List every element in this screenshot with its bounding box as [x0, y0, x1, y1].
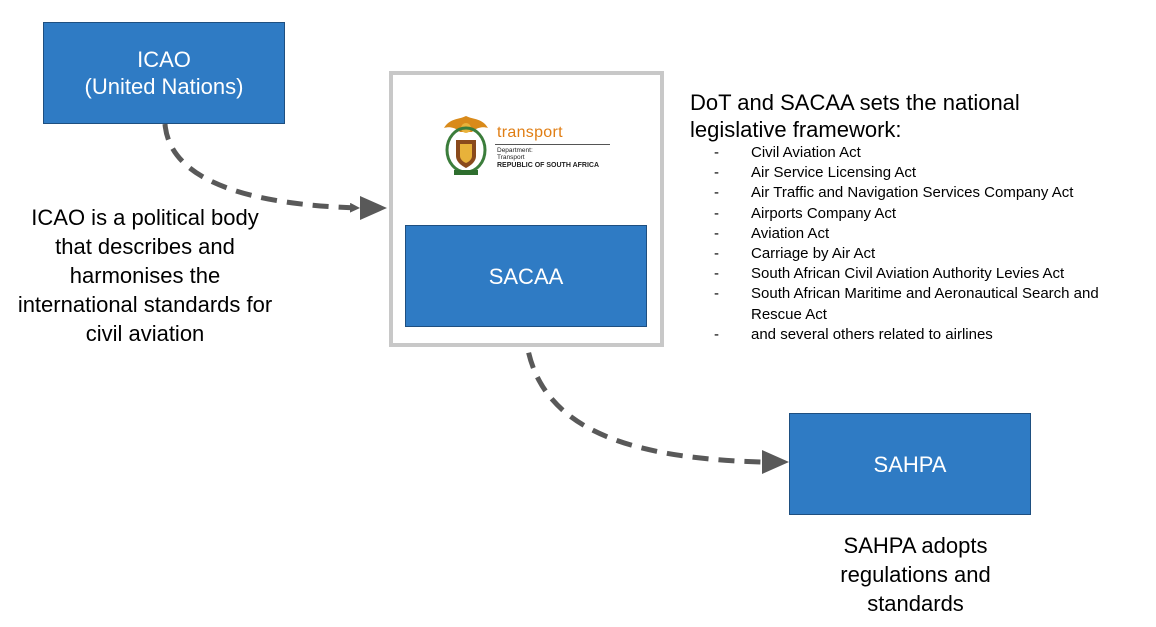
act-item: South African Civil Aviation Authority L…	[710, 264, 1150, 284]
act-item: Aviation Act	[710, 224, 1150, 244]
framework-heading-line: legislative framework:	[690, 117, 902, 142]
act-item: Airports Company Act	[710, 204, 1150, 224]
sahpa-node: SAHPA	[789, 413, 1031, 515]
logo-department-name: Transport	[497, 154, 525, 161]
transport-logo: transport Department: Transport REPUBLIC…	[438, 114, 638, 180]
sacaa-node-label: SACAA	[488, 263, 564, 289]
sahpa-description: SAHPA adopts regulations and standards	[788, 531, 1043, 618]
coat-of-arms-icon	[444, 116, 488, 175]
act-item: South African Maritime and Aeronautical …	[710, 284, 1150, 324]
acts-list: Civil Aviation Act Air Service Licensing…	[710, 143, 1150, 345]
act-item: Civil Aviation Act	[710, 143, 1150, 163]
icao-description-line: harmonises the	[69, 263, 221, 288]
act-item: Air Traffic and Navigation Services Comp…	[710, 183, 1150, 203]
icao-to-sacaa-arrowhead	[360, 196, 387, 220]
icao-description-line: that describes and	[55, 234, 235, 259]
icao-to-sacaa-arrow	[162, 123, 360, 213]
act-item: and several others related to airlines	[710, 325, 1150, 345]
icao-description-line: ICAO is a political body	[31, 205, 259, 230]
sacaa-node: SACAA	[405, 225, 647, 327]
icao-node-title: ICAO	[137, 47, 191, 72]
logo-wordmark: transport	[497, 124, 563, 141]
icao-description-line: civil aviation	[85, 321, 205, 346]
logo-republic: REPUBLIC OF SOUTH AFRICA	[497, 162, 600, 169]
logo-department: Department:	[497, 147, 533, 154]
icao-description-line: international standards for	[17, 292, 273, 317]
icao-node: ICAO (United Nations)	[43, 22, 285, 124]
sacaa-to-sahpa-arrow	[522, 326, 763, 465]
sahpa-description-line: regulations and	[840, 562, 991, 587]
act-item: Air Service Licensing Act	[710, 163, 1150, 183]
framework-heading: DoT and SACAA sets the national legislat…	[690, 89, 1150, 143]
sahpa-description-line: standards	[867, 591, 964, 616]
act-item: Carriage by Air Act	[710, 244, 1150, 264]
sahpa-node-label: SAHPA	[873, 451, 947, 477]
logo-divider	[495, 144, 610, 145]
framework-heading-line: DoT and SACAA sets the national	[690, 90, 1020, 115]
sacaa-to-sahpa-arrowhead	[762, 450, 789, 474]
icao-node-subtitle: (United Nations)	[84, 74, 244, 99]
sahpa-description-line: SAHPA adopts	[843, 533, 988, 558]
icao-description: ICAO is a political body that describes …	[0, 203, 290, 348]
